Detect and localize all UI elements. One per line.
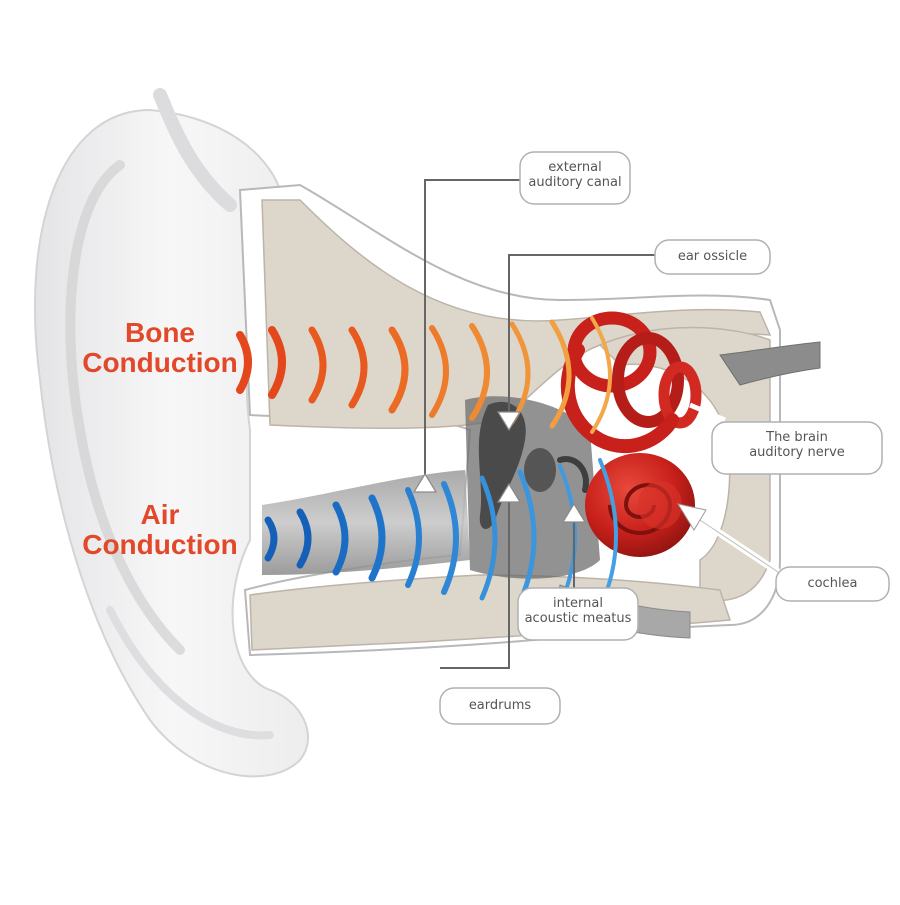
callout-box-external-canal	[519, 151, 631, 205]
callout-external-auditory-canal: external auditory canal	[520, 160, 630, 190]
callout-cochlea-text: cochlea	[807, 576, 858, 591]
arrow-up-icon	[412, 472, 438, 493]
callout-external-line2: auditory canal	[528, 175, 622, 190]
leader-eardrums	[440, 492, 510, 669]
callout-eardrums: eardrums	[440, 698, 560, 713]
callout-box-cochlea	[775, 566, 890, 602]
air-label-line1: Air	[140, 499, 180, 530]
callout-external-line1: external	[548, 160, 602, 175]
bone-conduction-label: Bone Conduction	[50, 318, 270, 378]
callout-box-ear-ossicle	[654, 239, 771, 275]
brain-arrow	[689, 402, 726, 423]
callout-box-eardrums	[439, 687, 561, 725]
callout-brain-auditory-nerve: The brain auditory nerve	[712, 430, 882, 460]
callout-ear-ossicle: ear ossicle	[655, 249, 770, 264]
bone-label-line1: Bone	[125, 317, 195, 348]
callout-ear-ossicle-text: ear ossicle	[677, 249, 748, 264]
bone-conduction-waves	[236, 316, 612, 434]
air-label-line2: Conduction	[82, 529, 238, 560]
arrow-up-icon	[496, 482, 522, 503]
air-conduction-label: Air Conduction	[50, 500, 270, 560]
callout-brain-line2: auditory nerve	[749, 445, 845, 460]
callout-brain-line1: The brain	[766, 430, 828, 445]
callout-box-internal-meatus	[517, 587, 639, 641]
cochlea-arrow	[676, 503, 792, 583]
arrow-up-icon	[561, 502, 587, 523]
callout-box-brain	[711, 421, 883, 475]
leader-ear-ossicle	[508, 254, 655, 415]
callout-cochlea: cochlea	[776, 576, 889, 591]
arrow-down-icon	[496, 411, 522, 432]
callout-internal-line2: acoustic meatus	[524, 611, 632, 626]
callout-internal-acoustic-meatus: internal acoustic meatus	[518, 596, 638, 626]
callout-boxes	[439, 151, 890, 725]
leader-external-canal	[424, 179, 520, 478]
callout-internal-line1: internal	[553, 596, 603, 611]
callout-eardrums-text: eardrums	[468, 698, 532, 713]
white-arrows	[412, 411, 587, 523]
bone-label-line2: Conduction	[82, 347, 238, 378]
